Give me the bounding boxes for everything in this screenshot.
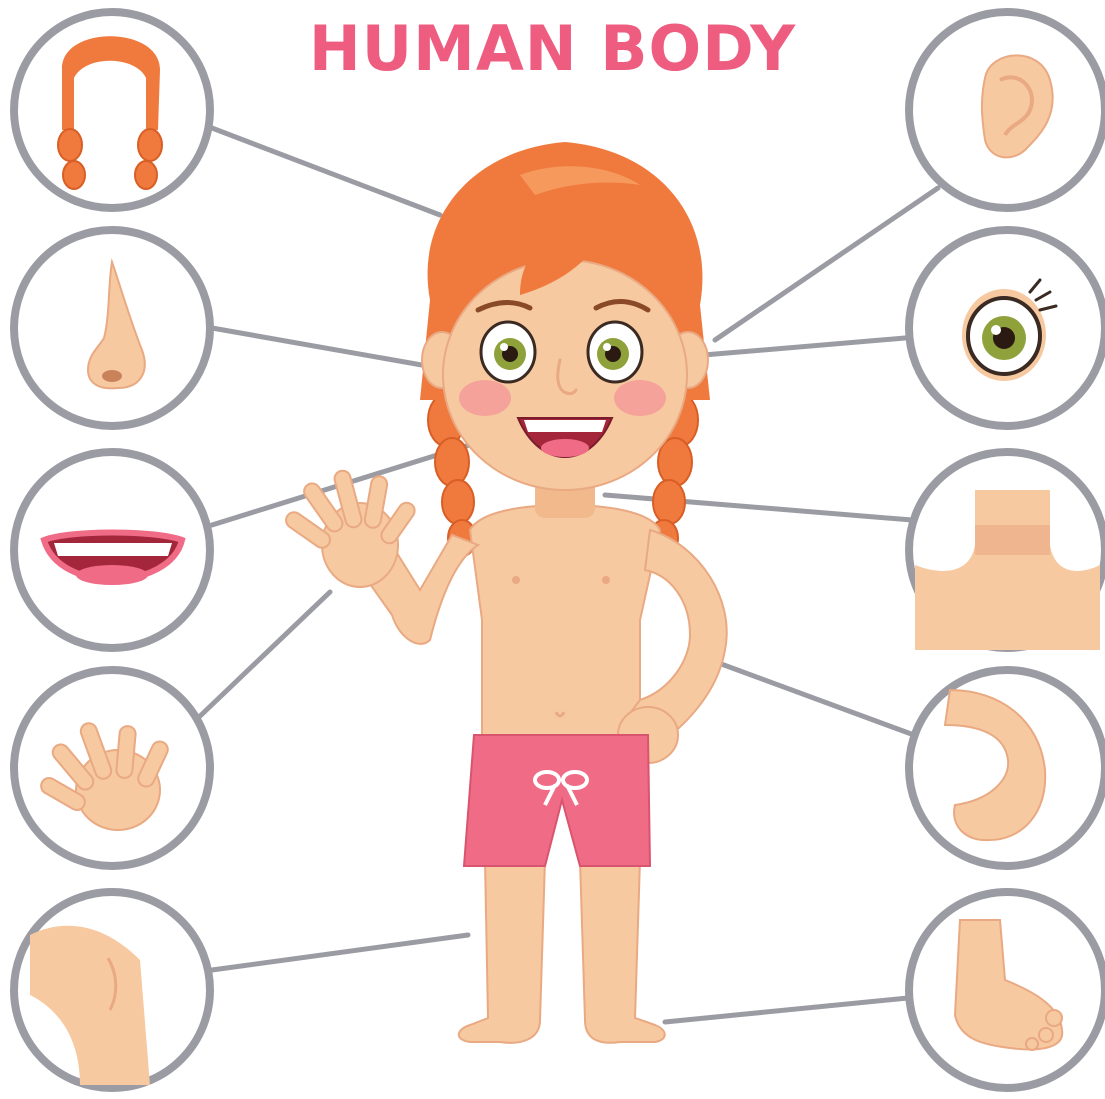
girl-figure bbox=[283, 142, 727, 1043]
foot-icon bbox=[909, 892, 1105, 1088]
connector-ear bbox=[715, 188, 938, 340]
left-eye bbox=[481, 322, 535, 382]
shorts bbox=[464, 735, 650, 866]
connector-hair bbox=[212, 128, 440, 215]
right-cheek bbox=[614, 380, 666, 416]
hair-icon bbox=[14, 12, 210, 208]
left-nipple bbox=[512, 576, 520, 584]
teeth bbox=[524, 420, 606, 432]
connector-knee bbox=[212, 935, 468, 970]
right-leg bbox=[580, 860, 665, 1043]
left-cheek bbox=[459, 380, 511, 416]
connector-foot bbox=[665, 998, 908, 1022]
left-leg bbox=[459, 860, 545, 1043]
nose-icon bbox=[14, 230, 210, 426]
connector-hand bbox=[198, 592, 330, 718]
connector-neck bbox=[605, 495, 912, 520]
tongue bbox=[541, 439, 589, 457]
elbow-icon bbox=[909, 670, 1105, 866]
eye-icon bbox=[909, 230, 1105, 426]
right-nipple bbox=[602, 576, 610, 584]
right-eye bbox=[588, 322, 642, 382]
connector-elbow bbox=[705, 658, 914, 735]
hand-icon bbox=[14, 670, 210, 866]
neck-icon bbox=[909, 452, 1105, 650]
torso bbox=[470, 505, 660, 740]
knee-icon bbox=[14, 892, 210, 1088]
ear-icon bbox=[909, 12, 1105, 208]
mouth-icon bbox=[14, 452, 210, 648]
